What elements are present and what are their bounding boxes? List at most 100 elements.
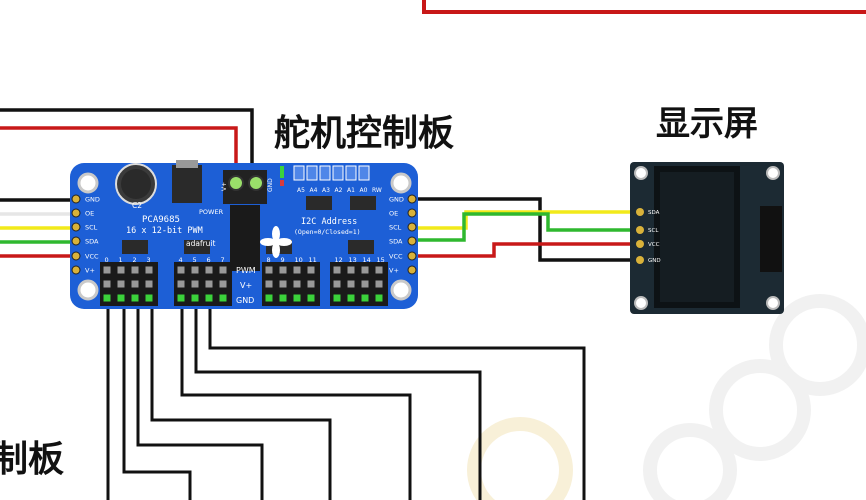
left-pin-label: SCL (85, 224, 98, 232)
channel-number: 12 (335, 256, 343, 264)
servo-header-pin (131, 280, 139, 288)
servo-header-pin (145, 280, 153, 288)
servo-header-pin (375, 294, 383, 302)
channel-number: 13 (349, 256, 357, 264)
servo-header-pin (103, 294, 111, 302)
servo-header-pin (347, 294, 355, 302)
servo-header-pin (191, 266, 199, 274)
left-pin-label: VCC (85, 253, 99, 261)
left-pin-label: GND (85, 196, 100, 204)
servo-header-pin (347, 266, 355, 274)
servo-header-pin (307, 280, 315, 288)
display-title: 显示屏 (656, 104, 758, 144)
channel-number: 5 (193, 256, 197, 264)
left-header-pin (71, 194, 81, 204)
servo-header-pin (375, 266, 383, 274)
address-pin-label: A3 (322, 187, 330, 194)
servo-header-pin (131, 266, 139, 274)
channel-number: 8 (267, 256, 271, 264)
servo-header-pin (117, 280, 125, 288)
channel-number: 7 (221, 256, 225, 264)
channel-number: 0 (105, 256, 109, 264)
channel-number: 10 (295, 256, 303, 264)
oled-pin-label: SDA (648, 210, 660, 216)
right-header-pin (407, 236, 417, 246)
right-header-pin (407, 194, 417, 204)
servo-header-pin (333, 280, 341, 288)
right-pin-label: SCL (389, 224, 402, 232)
servo-header-pin (307, 294, 315, 302)
servo-driver-board (70, 160, 418, 309)
servo-header-pin (177, 294, 185, 302)
servo-header-pin (361, 266, 369, 274)
right-wires (412, 197, 640, 262)
servo-header-pin (205, 280, 213, 288)
left-header-pin (71, 208, 81, 218)
servo-header-pin (103, 266, 111, 274)
left-pin-label: SDA (85, 238, 99, 246)
right-pin-label: GND (389, 196, 404, 204)
board-brand: adafruit (186, 239, 216, 248)
left-header-pin (71, 236, 81, 246)
terminal-vplus-label: V+ (221, 182, 228, 191)
address-pin-label: A2 (335, 187, 343, 194)
servo-header-pin (265, 280, 273, 288)
partial-board-title: 制板 (0, 438, 65, 480)
watermark (467, 294, 866, 500)
right-header-pin (407, 222, 417, 232)
board-chip-label: PCA9685 (142, 215, 180, 225)
servo-header-pin (103, 280, 111, 288)
servo-header-pin (219, 294, 227, 302)
oled-display-module (630, 162, 784, 314)
servo-wires (106, 300, 586, 500)
servo-header-pin (117, 266, 125, 274)
servo-header-pin (177, 266, 185, 274)
right-header-pin (407, 208, 417, 218)
servo-header-pin (191, 280, 199, 288)
servo-header-pin (279, 294, 287, 302)
oled-pin-label: VCC (648, 242, 660, 248)
servo-header-pin (279, 266, 287, 274)
left-header-pin (71, 265, 81, 275)
servo-header-pin (347, 280, 355, 288)
i2c-address-title: I2C Address (301, 217, 357, 227)
servo-header-pin (219, 280, 227, 288)
servo-header-pin (333, 266, 341, 274)
board-power-label: POWER (199, 208, 224, 216)
servo-header-pin (177, 280, 185, 288)
pwm-row-label: PWM (236, 266, 256, 275)
left-header-pin (71, 251, 81, 261)
servo-header-pin (361, 280, 369, 288)
servo-header-pin (131, 294, 139, 302)
servo-header-pin (293, 294, 301, 302)
oled-pin-label: SCL (648, 228, 659, 234)
right-pin-label: SDA (389, 238, 403, 246)
channel-number: 4 (179, 256, 183, 264)
channel-number: 6 (207, 256, 211, 264)
channel-number: 14 (363, 256, 371, 264)
address-pin-label: A4 (310, 187, 318, 194)
channel-number: 2 (133, 256, 137, 264)
right-pin-label: V+ (389, 267, 399, 275)
servo-header-pin (333, 294, 341, 302)
right-pin-label: VCC (389, 253, 403, 261)
servo-header-pin (205, 294, 213, 302)
gnd-row-label: GND (236, 296, 254, 305)
servo-header-pin (375, 280, 383, 288)
servo-header-pin (265, 266, 273, 274)
servo-header-pin (293, 280, 301, 288)
right-pin-label: OE (389, 210, 398, 218)
servo-header-pin (117, 294, 125, 302)
servo-header-pin (205, 266, 213, 274)
servo-header-pin (145, 294, 153, 302)
channel-number: 15 (377, 256, 385, 264)
oled-pin-label: GND (648, 258, 661, 264)
servo-header-pin (219, 266, 227, 274)
i2c-address-subtitle: (Open=0/Closed=1) (294, 228, 361, 236)
right-header-pin (407, 265, 417, 275)
servo-header-pin (265, 294, 273, 302)
wire-red-top (422, 0, 866, 14)
left-pin-label: OE (85, 210, 94, 218)
servo-header-pin (307, 266, 315, 274)
